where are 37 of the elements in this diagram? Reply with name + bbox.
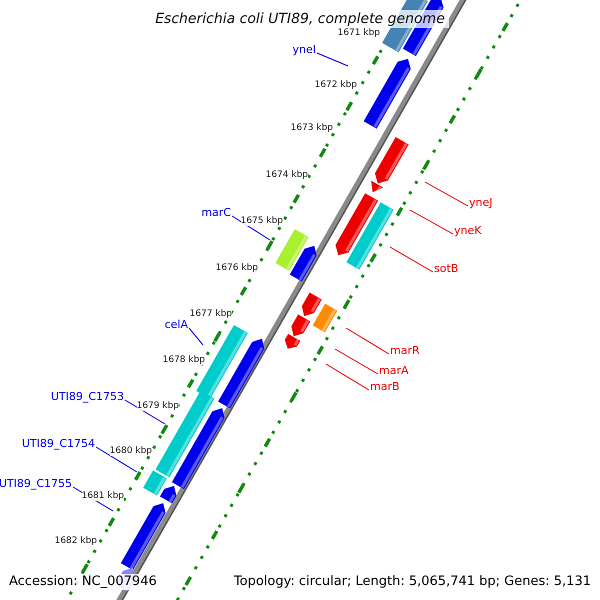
gene-label: yneK [454,224,482,238]
leader-line [316,52,348,66]
gene-label: marB [370,380,400,394]
tick-label: 1674 kbp [266,170,308,180]
gene-label: celA [164,318,188,332]
gene-label: yneI [292,43,316,57]
tick-label: 1675 kbp [240,216,283,226]
accession-text: Accession: NC_007946 [9,574,157,590]
gene-label: UTI89_C1754 [22,437,95,451]
gene-label: sotB [434,262,458,276]
gene-label: marC [201,206,231,220]
tick-label: 1672 kbp [314,80,357,90]
leader-line [124,400,166,424]
leader-line [326,364,370,390]
tick-label: 1673 kbp [290,122,333,134]
gene-label: marR [390,344,420,358]
leader-line [96,446,138,472]
tick-label: 1678 kbp [162,354,205,366]
tick-label: 1680 kbp [110,446,152,456]
gene-label: marA [379,364,409,378]
tick-label: 1679 kbp [136,400,179,412]
tick-label: 1671 kbp [338,28,380,38]
gene-label: UTI89_C1753 [50,390,124,404]
gene-label: yneJ [469,196,492,210]
gene-label: UTI89_C1755 [0,477,72,491]
leader-line [346,328,390,354]
leader-line [410,210,454,234]
tick-label: 1676 kbp [216,262,258,274]
tick-label: 1682 kbp [54,536,97,546]
leader-line [334,348,378,374]
tick-label: 1681 kbp [82,490,124,502]
leader-line [188,328,204,346]
leader-line [232,216,270,240]
leader-line [390,246,434,272]
genome-stats-text: Topology: circular; Length: 5,065,741 bp; Genes: 5,131 [234,574,591,590]
leader-line [424,182,468,206]
tick-label: 1677 kbp [190,308,232,320]
